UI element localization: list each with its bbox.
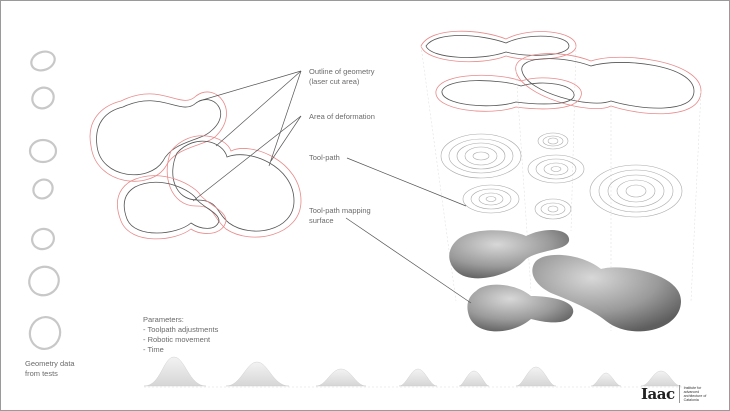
parameter-item: - Toolpath adjustments xyxy=(143,325,219,334)
iaac-logo: Iaac Institute for advanced architecture… xyxy=(641,385,714,403)
parameter-item: - Time xyxy=(143,345,164,354)
label-outline-line1: Outline of geometry xyxy=(309,67,375,76)
label-deformation: Area of deformation xyxy=(309,112,375,121)
label-toolpath: Tool-path xyxy=(309,153,340,162)
label-mapping-line1: Tool-path mapping xyxy=(309,206,371,215)
leader-lines xyxy=(192,70,472,304)
mapping-surfaces xyxy=(449,229,681,332)
label-geometry-data: Geometry data from tests xyxy=(25,359,75,379)
parameters-title: Parameters: xyxy=(143,315,184,324)
parameter-item: - Robotic movement xyxy=(143,335,211,344)
geometry-samples xyxy=(28,50,62,350)
outline-stack xyxy=(420,30,702,115)
toolpath-spirals xyxy=(440,132,683,220)
time-bumps xyxy=(143,356,682,387)
projection-lines xyxy=(420,45,702,331)
logo-mark: Iaac xyxy=(641,385,675,403)
label-outline: Outline of geometry (laser cut area) xyxy=(309,67,374,87)
parameters-list: Parameters: - Toolpath adjustments - Rob… xyxy=(143,315,218,355)
label-geometry-line2: from tests xyxy=(25,369,58,378)
logo-text: Institute for advanced architecture of C… xyxy=(683,385,707,403)
label-mapping: Tool-path mapping surface xyxy=(309,206,371,226)
label-outline-line2: (laser cut area) xyxy=(309,77,360,86)
logo-divider xyxy=(678,385,680,403)
label-geometry-line1: Geometry data xyxy=(25,359,75,368)
label-mapping-line2: surface xyxy=(309,216,334,225)
